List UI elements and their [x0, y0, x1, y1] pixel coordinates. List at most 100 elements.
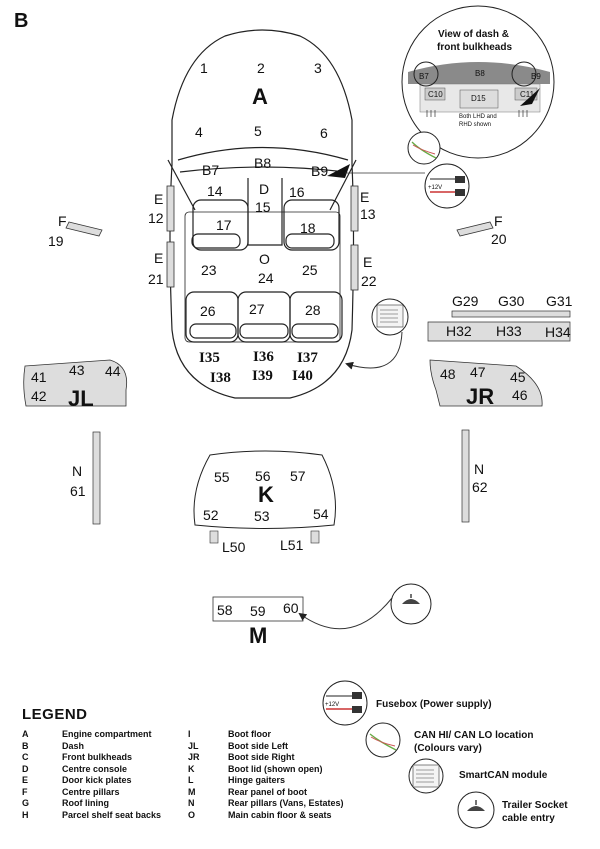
label-boot-n57: 57: [290, 468, 306, 484]
centre-pillars: [65, 221, 494, 237]
legend-text: Engine compartment: [62, 729, 152, 739]
label-boot-n53: 53: [254, 508, 270, 524]
legend-code: JR: [188, 752, 200, 762]
legend-text: Rear panel of boot: [228, 786, 308, 797]
legend-code: D: [22, 763, 29, 774]
dash-fusebox-12v: +12V: [428, 185, 442, 191]
label-i40: I40: [292, 368, 313, 384]
label-n_left-letter: N: [72, 463, 82, 479]
legend-code: F: [22, 786, 28, 797]
legend-code: L: [188, 775, 194, 785]
label-27: 27: [249, 301, 265, 317]
label-jl-n42: 42: [31, 388, 47, 404]
label-19: 19: [48, 233, 64, 249]
inset-note-1: Both LHD and: [459, 114, 497, 120]
label-boot-n55: 55: [214, 469, 230, 485]
key-can-label-1: CAN HI/ CAN LO location: [414, 730, 534, 741]
label-boot-label: K: [258, 482, 274, 507]
label-26: 26: [200, 303, 216, 319]
label-jr-label: JR: [466, 384, 494, 409]
legend-text: Rear pillars (Vans, Estates): [228, 798, 344, 808]
key-trailer-label-1: Trailer Socket: [502, 800, 568, 811]
label-18: 18: [300, 220, 316, 236]
inset-b7: B7: [419, 72, 429, 81]
label-f-right: F: [494, 213, 503, 229]
label-jr-n47: 47: [470, 364, 486, 380]
label-i36: I36: [253, 349, 274, 365]
label-e-right-bot: E: [363, 254, 372, 270]
label-25: 25: [302, 262, 318, 278]
car-body: [167, 29, 357, 399]
label-jr-n45: 45: [510, 369, 526, 385]
label-g31: G31: [546, 293, 573, 309]
label-jl-n43: 43: [69, 362, 85, 378]
legend-text: Boot floor: [228, 729, 271, 739]
label-i38: I38: [210, 370, 231, 386]
label-14: 14: [207, 183, 223, 199]
legend-text: Boot lid (shown open): [228, 763, 323, 774]
page-letter: B: [14, 10, 28, 32]
label-i35: I35: [199, 350, 220, 366]
legend-text: Dash: [62, 740, 85, 751]
label-h34: H34: [545, 324, 571, 340]
key-smartcan-label: SmartCAN module: [459, 770, 548, 781]
label-16: 16: [289, 184, 305, 200]
legend-code: JL: [188, 740, 199, 751]
label-o: O: [259, 251, 270, 267]
inset-c10: C10: [428, 90, 443, 99]
label-5: 5: [254, 123, 262, 139]
label-i37: I37: [297, 350, 318, 366]
label-6: 6: [320, 125, 328, 141]
label-n_right-letter: N: [474, 461, 484, 477]
inset-b9: B9: [531, 72, 541, 81]
label-jr-n46: 46: [512, 387, 528, 403]
label-i39: I39: [252, 368, 273, 384]
label-4: 4: [195, 124, 203, 140]
inset-note-2: RHD shown: [459, 122, 491, 128]
legend-text: Boot side Right: [228, 752, 295, 762]
label-1: 1: [200, 60, 208, 76]
label-23: 23: [201, 262, 217, 278]
key-can-label-2: (Colours vary): [414, 743, 482, 754]
legend-code: O: [188, 809, 196, 820]
legend-text: Door kick plates: [62, 775, 132, 785]
label-15: 15: [255, 199, 271, 215]
label-boot-n56: 56: [255, 468, 271, 484]
label-17: 17: [216, 217, 232, 233]
label-e-left-bot: E: [154, 250, 163, 266]
label-28: 28: [305, 302, 321, 318]
legend-text: Parcel shelf seat backs: [62, 809, 162, 820]
key-can-icon: [365, 722, 401, 758]
dash-inset: View of dash & front bulkheads B7 B8 B9 …: [401, 5, 555, 159]
rear-panel: 58 59 60 M: [212, 583, 432, 648]
label-h32: H32: [446, 323, 472, 339]
parcel-shelf: G29 G30 G31 H32 H33 H34: [427, 293, 573, 342]
label-b8: B8: [254, 155, 271, 171]
legend-row: O Main cabin floor & seats: [188, 810, 368, 822]
label-g30: G30: [498, 293, 525, 309]
legend-code: A: [22, 729, 29, 739]
label-3: 3: [314, 60, 322, 76]
door-kick-plates: [166, 185, 359, 291]
label-rear_panel-n60: 60: [283, 600, 299, 616]
label-jl-label: JL: [68, 386, 94, 411]
legend-code: M: [188, 786, 196, 797]
label-13: 13: [360, 206, 376, 222]
legend-text: Main cabin floor & seats: [228, 809, 332, 820]
legend-row: B Dash: [22, 741, 184, 753]
inset-d15: D15: [471, 94, 486, 103]
key-trailer-label-2: cable entry: [502, 813, 555, 824]
legend-text: Front bulkheads: [62, 752, 133, 762]
label-n_right-num: 62: [472, 479, 488, 495]
legend-text: Centre pillars: [62, 786, 120, 797]
label-12: 12: [148, 210, 164, 226]
legend-code: B: [22, 740, 29, 751]
label-jl-n44: 44: [105, 363, 121, 379]
